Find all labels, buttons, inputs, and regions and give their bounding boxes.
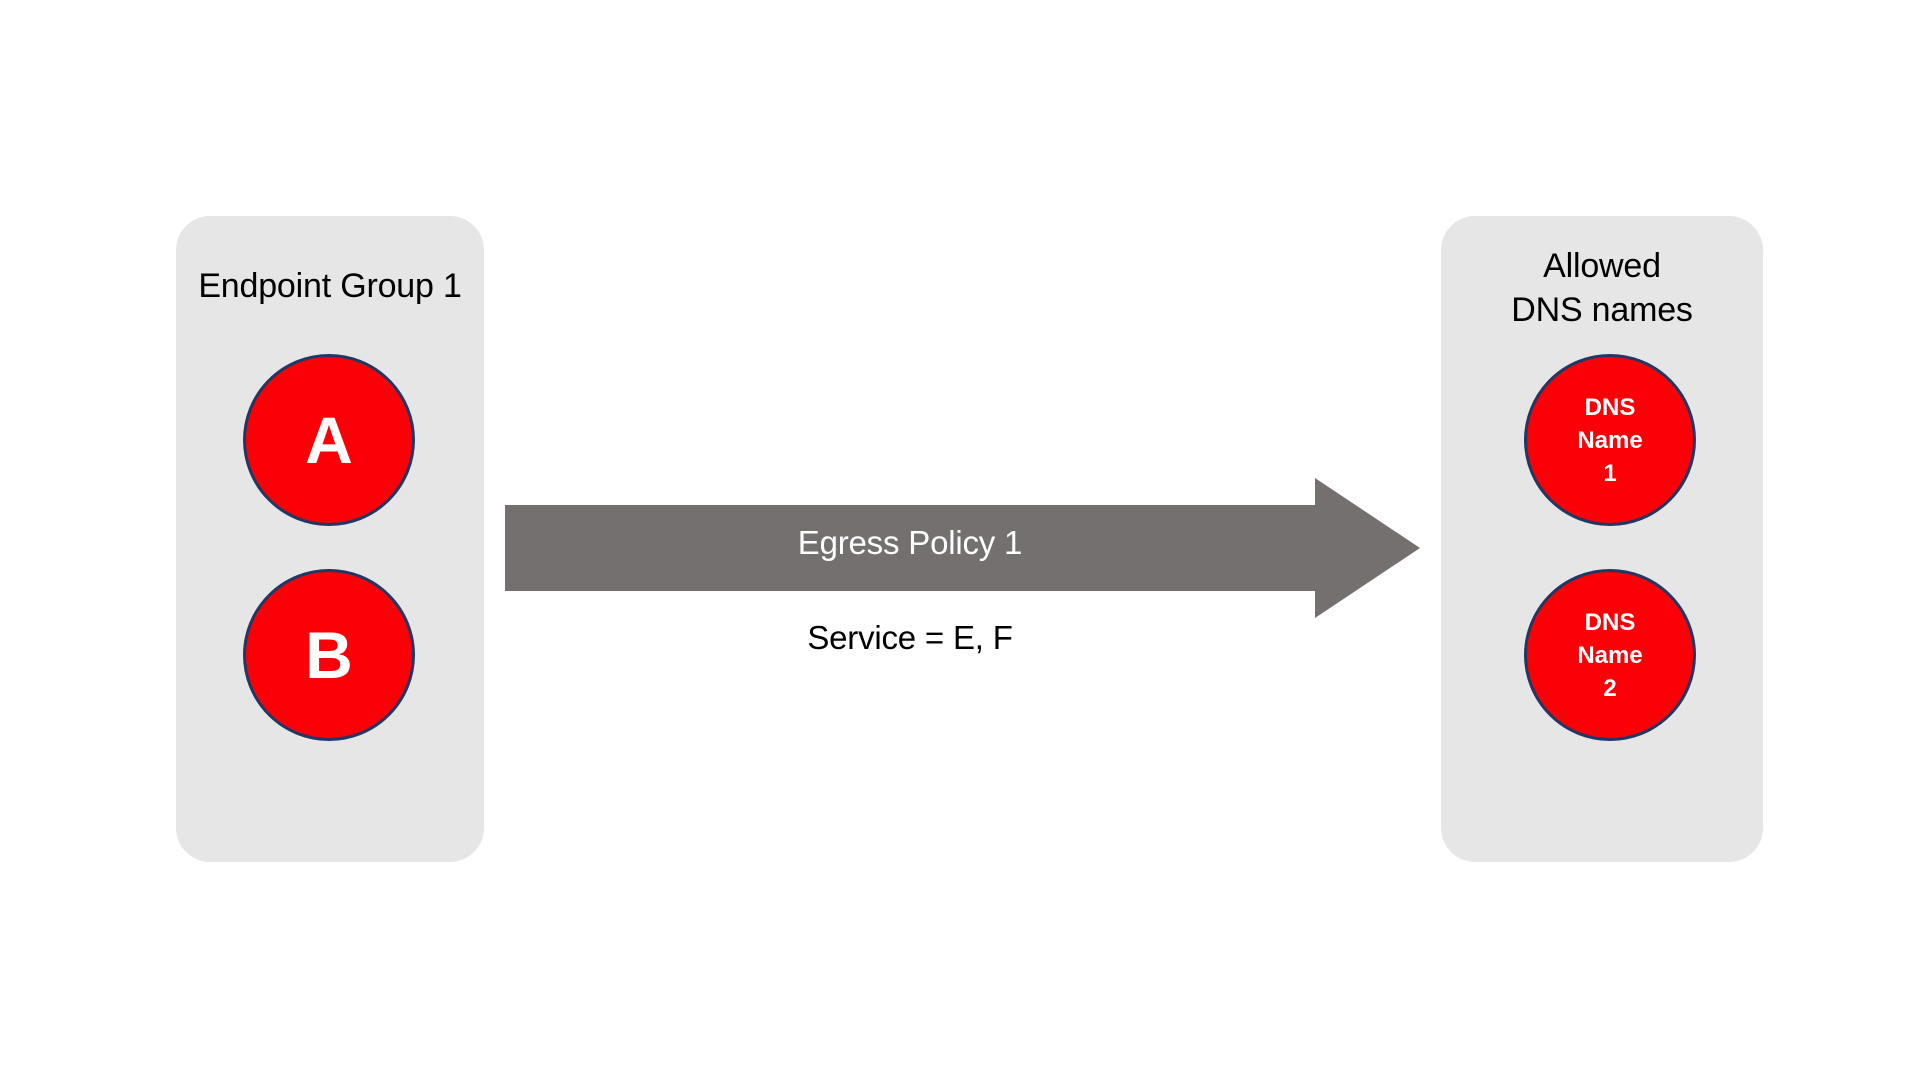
dns-node-2-label: DNS Name 2 [1577, 608, 1643, 702]
egress-policy-arrow[interactable]: Egress Policy 1 [505, 478, 1420, 618]
allowed-dns-panel: Allowed DNS names [1441, 216, 1763, 862]
dns-node-1-label: DNS Name 1 [1577, 393, 1643, 487]
policy-service-label: Service = E, F [807, 619, 1013, 656]
endpoint-node-a[interactable]: A [243, 354, 415, 526]
endpoint-node-a-label: A [305, 403, 353, 477]
endpoint-node-b[interactable]: B [243, 569, 415, 741]
allowed-dns-title: Allowed DNS names [1511, 247, 1693, 329]
dns-node-1[interactable]: DNS Name 1 [1524, 354, 1696, 526]
dns-node-2[interactable]: DNS Name 2 [1524, 569, 1696, 741]
endpoint-node-b-label: B [305, 618, 353, 692]
arrow-right-icon [505, 478, 1420, 618]
endpoint-group-panel: Endpoint Group 1 [176, 216, 484, 862]
endpoint-group-title: Endpoint Group 1 [198, 267, 462, 305]
